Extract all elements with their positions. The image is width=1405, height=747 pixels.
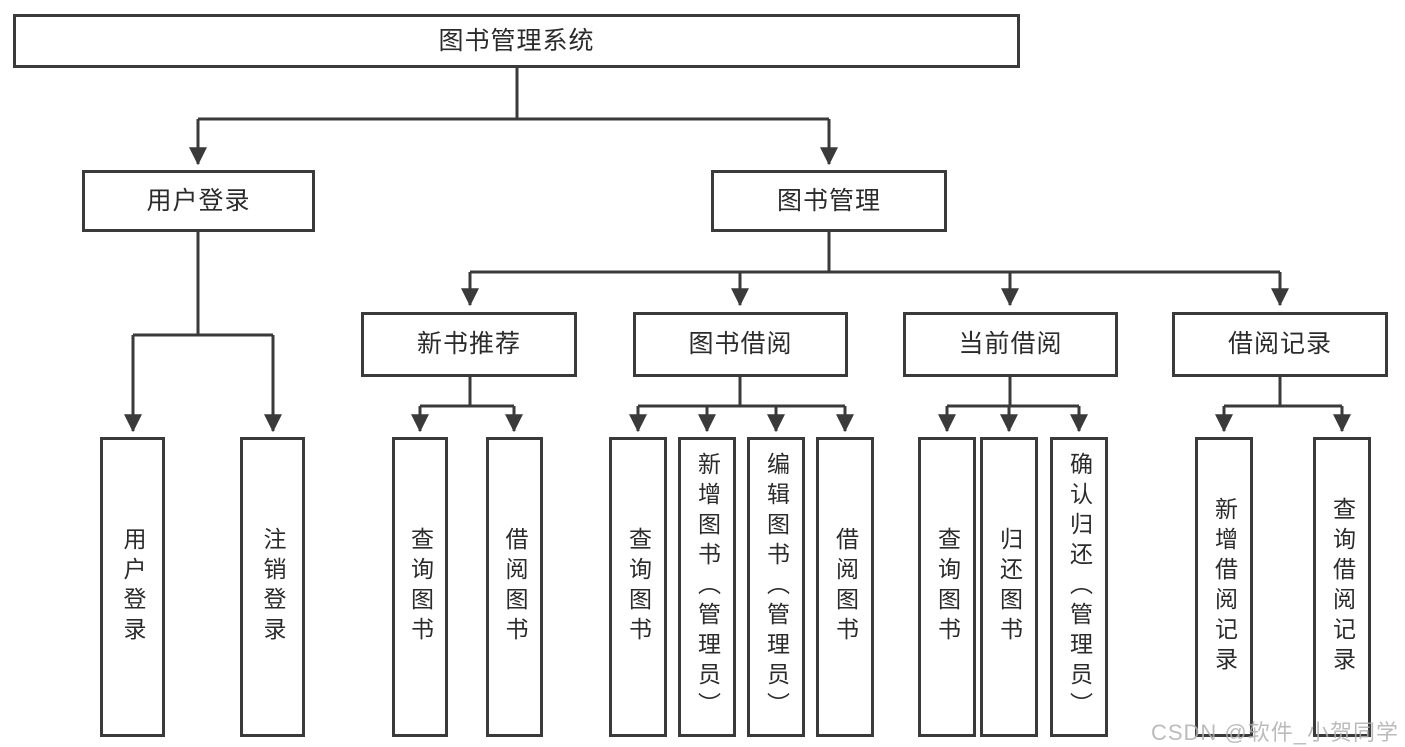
leaf-edit-book-admin: 编辑图书（管理员） (747, 437, 805, 737)
leaf-confirm-return-admin: 确认归还（管理员） (1050, 437, 1108, 737)
node-current-borrow: 当前借阅 (903, 312, 1118, 377)
leaf-logout: 注销登录 (240, 437, 305, 737)
leaf-query-books-borrow: 查询图书 (609, 437, 667, 737)
leaf-query-books-recommend: 查询图书 (392, 437, 448, 737)
node-book-borrow: 图书借阅 (633, 312, 848, 377)
leaf-borrow-book: 借阅图书 (816, 437, 874, 737)
leaf-query-borrow-record: 查询借阅记录 (1313, 437, 1371, 737)
node-library-system: 图书管理系统 (13, 14, 1020, 68)
node-user-login: 用户登录 (82, 170, 315, 232)
leaf-borrow-book-recommend: 借阅图书 (486, 437, 543, 737)
node-new-book-recommend: 新书推荐 (361, 312, 577, 377)
leaf-user-login: 用户登录 (100, 437, 165, 737)
leaf-add-book-admin: 新增图书（管理员） (678, 437, 736, 737)
node-book-management: 图书管理 (711, 170, 947, 232)
node-borrow-records: 借阅记录 (1172, 312, 1388, 377)
leaf-add-borrow-record: 新增借阅记录 (1195, 437, 1253, 737)
leaf-query-books-current: 查询图书 (918, 437, 976, 737)
leaf-return-book: 归还图书 (980, 437, 1038, 737)
csdn-watermark: CSDN @软件_小贺同学 (1150, 720, 1399, 745)
